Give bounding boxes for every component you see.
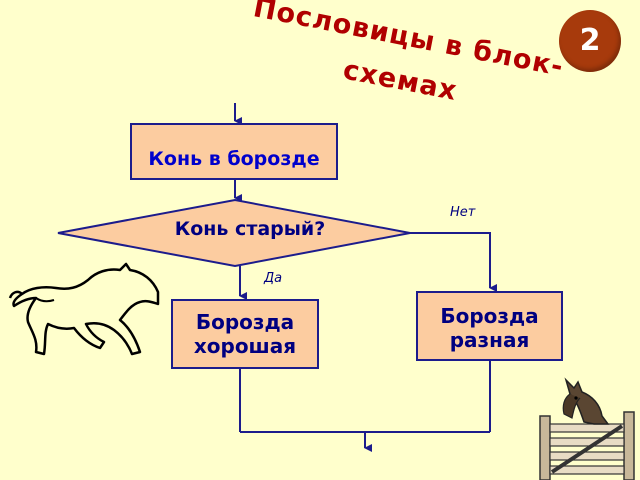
running-horse-icon [8,262,160,356]
no-result-line1: Борозда [440,304,539,328]
decision-diamond [57,198,411,268]
decision-label: Конь старый? [174,218,326,240]
no-result-box: Борозда разная [416,291,563,361]
yes-label: Да [264,271,283,286]
no-branch-line [410,232,497,292]
start-box: Конь в борозде [130,123,338,180]
horse-at-gate-icon [539,377,635,480]
slide-number-badge: 2 [559,10,621,72]
yes-result-box: Борозда хорошая [171,299,319,369]
yes-result-line1: Борозда [195,310,295,334]
no-result-line2: разная [449,328,530,352]
no-label: Нет [450,205,476,220]
yes-result-line2: хорошая [193,334,297,358]
